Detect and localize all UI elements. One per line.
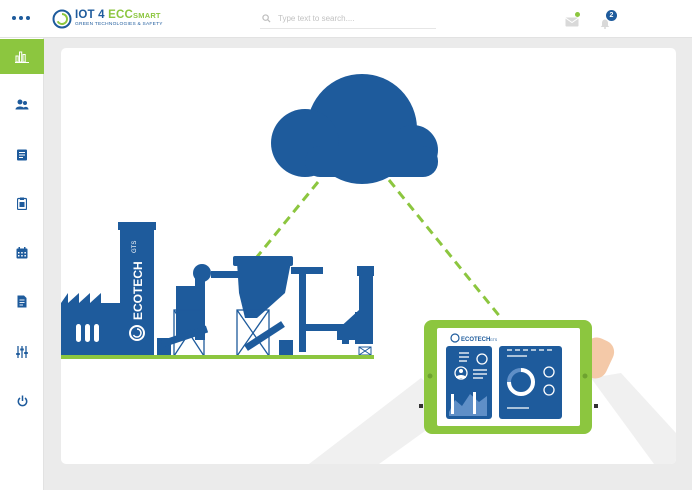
sidebar-item-settings[interactable] xyxy=(0,334,44,369)
top-bar: IOT 4 ECCSMART GREEN TECHNOLOGIES & SAFE… xyxy=(0,0,692,38)
logo-mark-icon xyxy=(52,9,72,29)
notification-count-badge: 2 xyxy=(606,10,617,21)
connection-lines xyxy=(250,179,503,319)
factory-brand-sub-label: GTS xyxy=(132,241,138,253)
tablet-brand-label: ECOTECH xyxy=(461,337,490,343)
clipboard-icon xyxy=(17,197,27,210)
tablet-brand-sub-label: GTS xyxy=(490,338,498,342)
calendar-icon xyxy=(16,246,28,258)
iot-illustration: ECOTECH GTS ECOTECH GTS xyxy=(61,74,676,464)
mail-icon xyxy=(565,17,579,27)
menu-dots-icon[interactable] xyxy=(12,16,30,20)
sidebar-item-documents[interactable] xyxy=(0,137,44,172)
search-bar xyxy=(260,9,436,29)
sidebar xyxy=(0,38,44,490)
users-icon xyxy=(15,99,29,110)
logo-wordmark: IOT 4 ECCSMART xyxy=(75,9,161,22)
sidebar-item-reports[interactable] xyxy=(0,284,44,319)
factory-illustration: ECOTECH GTS xyxy=(61,222,374,359)
sidebar-item-users[interactable] xyxy=(0,87,44,122)
logo-tagline: GREEN TECHNOLOGIES & SAFETY xyxy=(75,21,163,27)
messages-button[interactable] xyxy=(565,12,580,32)
document-list-icon xyxy=(17,149,27,160)
factory-brand-label: ECOTECH xyxy=(131,261,145,320)
dashboard-card: ECOTECH GTS ECOTECH GTS xyxy=(61,48,676,464)
cloud-icon xyxy=(271,74,438,184)
bell-icon xyxy=(600,19,610,29)
sidebar-item-calendar[interactable] xyxy=(0,235,44,270)
sidebar-item-dashboard[interactable] xyxy=(0,39,44,74)
sidebar-item-clipboard[interactable] xyxy=(0,186,44,221)
app-logo[interactable]: IOT 4 ECCSMART GREEN TECHNOLOGIES & SAFE… xyxy=(52,8,163,30)
sliders-icon xyxy=(16,345,28,358)
unread-indicator xyxy=(575,12,580,17)
search-icon[interactable] xyxy=(262,14,271,23)
power-icon xyxy=(17,395,27,406)
sidebar-item-logout[interactable] xyxy=(0,383,44,418)
tablet-illustration: ECOTECH GTS xyxy=(424,320,592,434)
search-input[interactable] xyxy=(278,14,428,23)
report-icon xyxy=(17,295,27,308)
bar-chart-icon xyxy=(15,51,29,63)
notifications-button[interactable]: 2 xyxy=(600,10,617,34)
